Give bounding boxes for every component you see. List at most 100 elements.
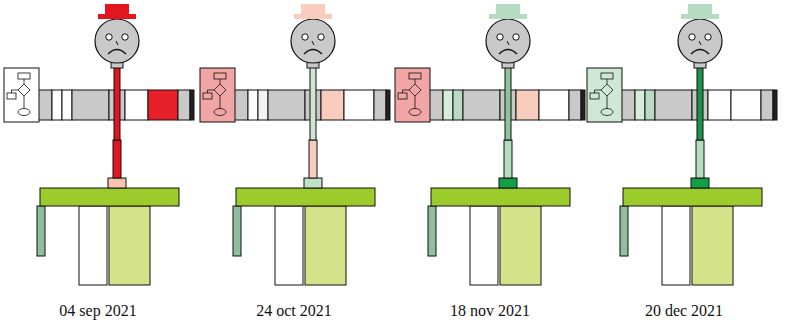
arm-segment [248,90,258,120]
flow-lines [595,79,608,109]
lower-shaft [113,140,121,178]
hat-brim [294,14,332,19]
flow-step [18,73,30,79]
flow-decision [601,84,613,96]
eye [302,34,308,40]
upper-shaft [697,64,703,140]
right-leg [692,206,733,285]
middle-leg [79,206,107,285]
base-box [499,178,517,188]
base-box [304,178,322,188]
flow-lines [208,79,221,109]
flow-step [203,93,212,99]
flow-step [7,93,16,99]
eye [497,34,503,40]
eye [513,34,519,40]
platform [236,188,375,206]
base-box [108,178,126,188]
flow-end [214,109,226,116]
left-leg [428,206,436,256]
arm-segment [761,90,773,120]
arm-segment [645,90,655,120]
arm-segment [125,90,148,120]
eye [106,34,112,40]
left-leg [37,206,45,256]
flow-end [601,109,613,116]
flow-decision [18,84,30,96]
right-leg [109,206,150,285]
left-leg [620,206,628,256]
flow-step [409,73,421,79]
upper-shaft [114,64,120,140]
flowchart-icon [398,73,421,116]
right-leg [500,206,541,285]
arm-segment [516,90,539,120]
arm-segment [731,90,761,120]
flow-end [409,109,421,116]
flowchart-icon [590,73,613,116]
hat-crown [688,4,712,14]
flowchart-document [587,68,622,122]
upper-shaft [310,64,316,140]
hat-brim [681,14,719,19]
flowchart-icon [203,73,226,116]
platform [40,188,179,206]
hat-crown [301,4,325,14]
eye [122,34,128,40]
flow-decision [409,84,421,96]
arm-segment [443,90,453,120]
arm-segment [539,90,569,120]
upper-shaft [505,64,511,140]
platform [431,188,570,206]
hat-brim [98,14,136,19]
flow-decision [214,84,226,96]
head [678,19,722,63]
eye [318,34,324,40]
arm-segment [708,90,731,120]
platform [623,188,762,206]
arm-segment [374,90,386,120]
middle-leg [275,206,303,285]
arm-segment [268,90,305,120]
arm-segment [148,90,178,120]
arm-segment [344,90,374,120]
arm-segment [258,90,268,120]
frown-mouth [499,50,517,55]
flowchart-document [4,68,39,122]
flow-end [18,109,30,116]
date-label: 20 dec 2021 [645,302,723,320]
lower-shaft [696,140,704,178]
middle-leg [662,206,690,285]
arm-segment [52,90,62,120]
flow-lines [12,79,25,109]
robot-figure [200,4,390,285]
nose [507,41,509,45]
flowchart-document [395,68,430,122]
arm-segment [655,90,692,120]
date-label: 18 nov 2021 [450,302,530,320]
arm-segment [581,90,585,120]
head [486,19,530,63]
eye [705,34,711,40]
left-leg [233,206,241,256]
flow-step [601,73,613,79]
arm-segment [453,90,463,120]
hat-crown [496,4,520,14]
date-label: 04 sep 2021 [59,302,136,320]
head [95,19,139,63]
arm-segment [569,90,581,120]
arm-segment [72,90,109,120]
robot-figure [587,4,777,285]
right-leg [305,206,346,285]
arm-segment [321,90,344,120]
nose [699,41,701,45]
base-box [691,178,709,188]
hat-brim [489,14,527,19]
frown-mouth [108,50,126,55]
arm-segment [463,90,500,120]
middle-leg [470,206,498,285]
arm-segment [773,90,777,120]
date-label: 24 oct 2021 [256,302,332,320]
